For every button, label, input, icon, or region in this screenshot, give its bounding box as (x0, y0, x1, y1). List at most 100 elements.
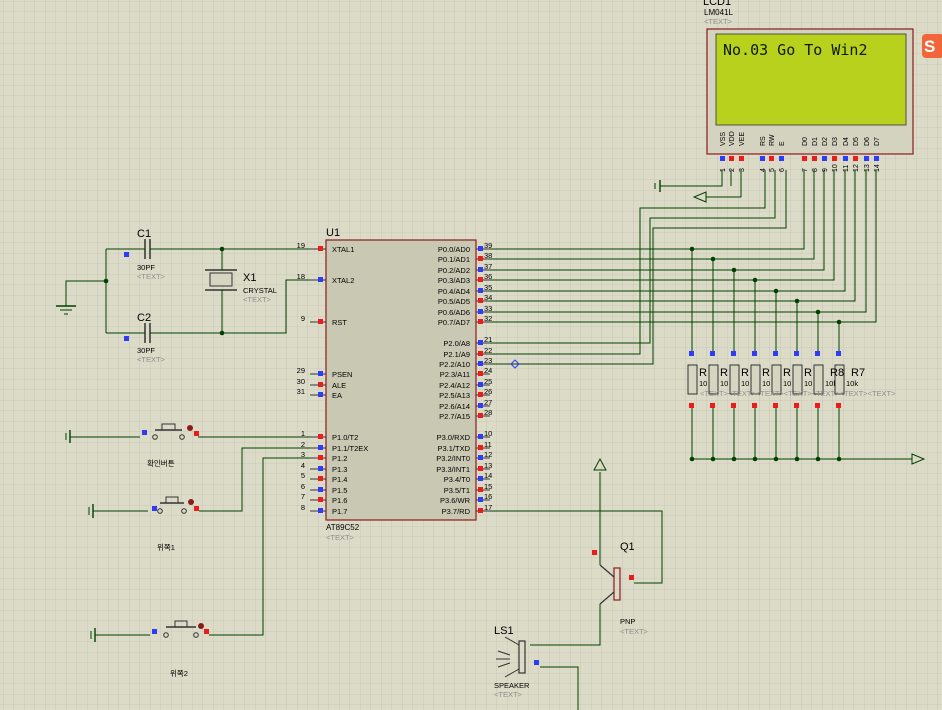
mcu-pin-number: 32 (484, 314, 492, 323)
lcd-pin-terminal (729, 156, 734, 161)
resistor-body[interactable] (792, 364, 803, 395)
mcu-pin-name: EA (332, 391, 342, 400)
bus-wire (490, 170, 825, 271)
mcu-pin-terminal (478, 434, 483, 439)
lcd-pin-number: 2 (729, 168, 736, 172)
lcd-pin-name: VDD (729, 131, 736, 146)
resistor-pin-bottom (794, 403, 799, 408)
mcu-pin-terminal (478, 351, 483, 356)
mcu-pin-number: 11 (484, 440, 492, 449)
lcd-pin-number: 5 (769, 168, 776, 172)
resistor-r8-ref: R8 (830, 367, 844, 379)
lcd-pin-terminal (812, 156, 817, 161)
button-3[interactable]: 위쪽2 (90, 620, 209, 678)
cap-c1-ref: C1 (137, 228, 151, 240)
mcu-pin-name: PSEN (332, 370, 352, 379)
resistor-body[interactable] (708, 364, 719, 395)
speaker-ls1[interactable]: LS1 SPEAKER <TEXT> (494, 625, 539, 699)
mcu-text-tag: <TEXT> (326, 533, 355, 542)
mcu-pin-number: 24 (484, 366, 492, 375)
lcd-pin-name: D3 (832, 137, 839, 146)
resistor-pin-top (794, 351, 799, 356)
mcu-pin-name: P0.3/AD3 (438, 276, 470, 285)
mcu-pin-terminal (478, 392, 483, 397)
bus-wire (490, 170, 877, 323)
lcd-pin-terminal (802, 156, 807, 161)
mcu-pin-terminal (318, 445, 323, 450)
speaker-text-tag: <TEXT> (494, 690, 523, 699)
mcu-pin-terminal (478, 256, 483, 261)
button-2[interactable]: 위쪽1 (88, 496, 199, 552)
resistor-pin-top (815, 351, 820, 356)
resistor-body[interactable] (750, 364, 761, 395)
crystal-text-tag: <TEXT> (243, 295, 272, 304)
mcu-pin-terminal (478, 371, 483, 376)
mcu-pin-terminal (318, 476, 323, 481)
mcu-pin-number: 9 (301, 314, 305, 323)
transistor-part: PNP (620, 617, 635, 626)
lcd-pin-number: 8 (812, 168, 819, 172)
resistor-body[interactable] (771, 364, 782, 395)
lcd-pin-number: 1 (720, 168, 727, 172)
lcd-pin-terminal (853, 156, 858, 161)
resistor-value: 10 (804, 379, 812, 388)
mcu-pin-name: P0.7/AD7 (438, 318, 470, 327)
resistor-ref: R (762, 367, 770, 379)
button-3-label: 위쪽2 (170, 669, 188, 678)
mcu-pin-terminal (478, 319, 483, 324)
lcd-module[interactable]: LCD1 LM041L <TEXT> No.03 Go To Win2 VSS1… (703, 0, 914, 172)
lcd-ref: LCD1 (703, 0, 731, 8)
mcu-pin-terminal (478, 476, 483, 481)
crystal-part: CRYSTAL (243, 286, 277, 295)
cap-c1-text-tag: <TEXT> (137, 272, 166, 281)
cap-c1[interactable]: C1 30PF <TEXT> (124, 228, 166, 281)
mcu-pin-terminal (318, 382, 323, 387)
button-1[interactable]: 확인버튼 (65, 423, 199, 468)
mcu-pin-terminal (318, 277, 323, 282)
mcu-pin-name: P2.2/A10 (439, 360, 470, 369)
lcd-pin-terminal (822, 156, 827, 161)
resistor-body[interactable] (687, 364, 698, 395)
mcu-pin-name: P3.6/WR (440, 496, 471, 505)
cap-c2-text-tag: <TEXT> (137, 355, 166, 364)
resistor-pin-top (710, 351, 715, 356)
mcu-pin-terminal (478, 298, 483, 303)
junction-dot (689, 246, 695, 252)
cap-c2-value: 30PF (137, 346, 155, 355)
lcd-pin-name: VEE (739, 132, 746, 146)
mcu-pin-name: P2.5/A13 (439, 391, 470, 400)
lcd-text-tag: <TEXT> (704, 17, 733, 26)
mcu-pin-terminal (478, 497, 483, 502)
resistor-pin-top (773, 351, 778, 356)
bus-wire (490, 170, 815, 260)
lcd-pin-terminal (779, 156, 784, 161)
mcu-pin-number: 38 (484, 251, 492, 260)
resistor-pin-bottom (773, 403, 778, 408)
mcu-pin-name: P2.4/A12 (439, 381, 470, 390)
junction-dot (836, 319, 842, 325)
mcu-pin-name: P3.1/TXD (437, 444, 470, 453)
mcu-pin-terminal (318, 371, 323, 376)
lcd-pin-number: 9 (822, 168, 829, 172)
mcu-pin-number: 8 (301, 503, 305, 512)
resistor-value: 10 (699, 379, 707, 388)
mcu-pin-terminal (478, 340, 483, 345)
crystal-x1[interactable]: X1 CRYSTAL <TEXT> (205, 269, 277, 304)
transistor-q1[interactable]: Q1 PNP <TEXT> (592, 541, 649, 636)
p0-bus-wiring (490, 170, 877, 355)
speaker-part: SPEAKER (494, 681, 530, 690)
resistor-pin-bottom (731, 403, 736, 408)
resistor-ref: R (741, 367, 749, 379)
mcu-ref: U1 (326, 227, 340, 239)
mcu-pin-name: P0.0/AD0 (438, 245, 470, 254)
resistor-value: 10 (741, 379, 749, 388)
resistor-body[interactable] (813, 364, 824, 395)
resistor-body[interactable] (834, 364, 845, 395)
resistor-body[interactable] (729, 364, 740, 395)
mcu-pin-terminal (478, 288, 483, 293)
mcu-pin-terminal (318, 246, 323, 251)
lcd-pin-number: 10 (832, 164, 839, 172)
